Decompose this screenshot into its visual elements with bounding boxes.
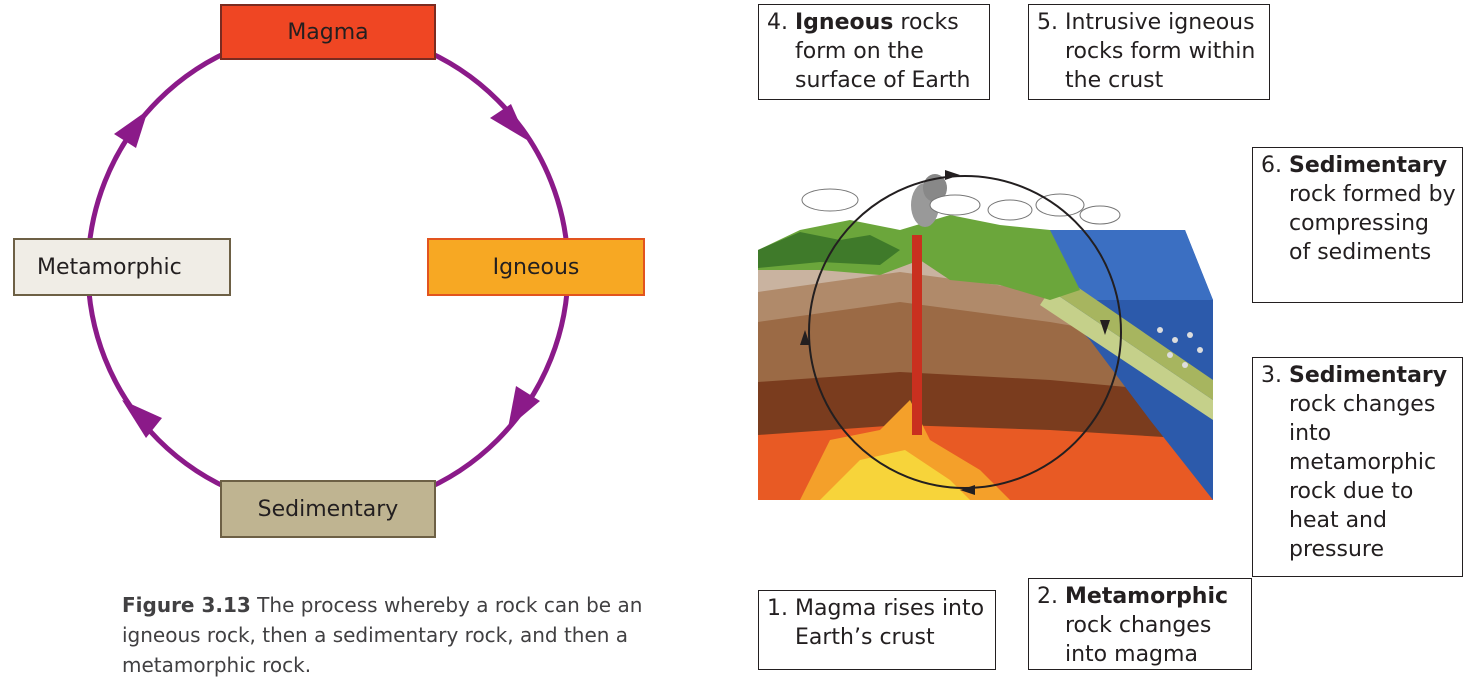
step-bold: Sedimentary (1289, 153, 1448, 178)
step-number: 4. (767, 10, 788, 35)
rock-cycle-arrows (85, 27, 1213, 513)
igneous-label: Igneous (492, 254, 580, 280)
step-text: rock formed by compressing of sediments (1289, 182, 1456, 265)
step-text: rocks form on the surface of Earth (795, 10, 971, 93)
metamorphic-label: Metamorphic (37, 254, 182, 280)
arrow-head-metamorphic-to-magma (114, 110, 148, 148)
rock-cycle-cross-section (758, 170, 1213, 500)
step-text: Magma rises into Earth’s crust (795, 596, 985, 650)
step-number: 6. (1261, 153, 1282, 178)
arrow-head-magma-to-igneous (490, 104, 527, 140)
step-text: rock changes into metamorphic rock due t… (1289, 392, 1437, 562)
step-number: 1. (767, 596, 788, 621)
step-4-box: 4. Igneous rocks form on the surface of … (758, 4, 990, 100)
figure-caption: Figure 3.13 The process whereby a rock c… (122, 590, 722, 680)
arrow-head-sedimentary-to-metamorphic (122, 400, 162, 438)
step-2-box: 2. Metamorphic rock changes into magma (1028, 578, 1252, 670)
magma-label: Magma (287, 19, 369, 45)
step-number: 2. (1037, 584, 1058, 609)
sedimentary-node: Sedimentary (220, 480, 436, 538)
step-number: 3. (1261, 363, 1282, 388)
step-bold: Sedimentary (1289, 363, 1448, 388)
magma-node: Magma (220, 4, 436, 60)
step-bold: Metamorphic (1065, 584, 1229, 609)
step-6-box: 6. Sedimentary rock formed by compressin… (1252, 147, 1463, 303)
step-5-box: 5. Intrusive igneous rocks form within t… (1028, 4, 1270, 100)
step-number: 5. (1037, 10, 1058, 35)
step-text: rock changes into magma (1065, 613, 1212, 667)
sedimentary-label: Sedimentary (257, 496, 399, 522)
step-bold: Igneous (795, 10, 894, 35)
step-text: Intrusive igneous rocks form within the … (1065, 10, 1256, 93)
figure-label: Figure 3.13 (122, 593, 251, 617)
step-1-box: 1. Magma rises into Earth’s crust (758, 590, 996, 670)
step-3-box: 3. Sedimentary rock changes into metamor… (1252, 357, 1463, 577)
arrow-head-igneous-to-sedimentary (508, 386, 540, 428)
igneous-node: Igneous (427, 238, 645, 296)
metamorphic-node: Metamorphic (13, 238, 231, 296)
